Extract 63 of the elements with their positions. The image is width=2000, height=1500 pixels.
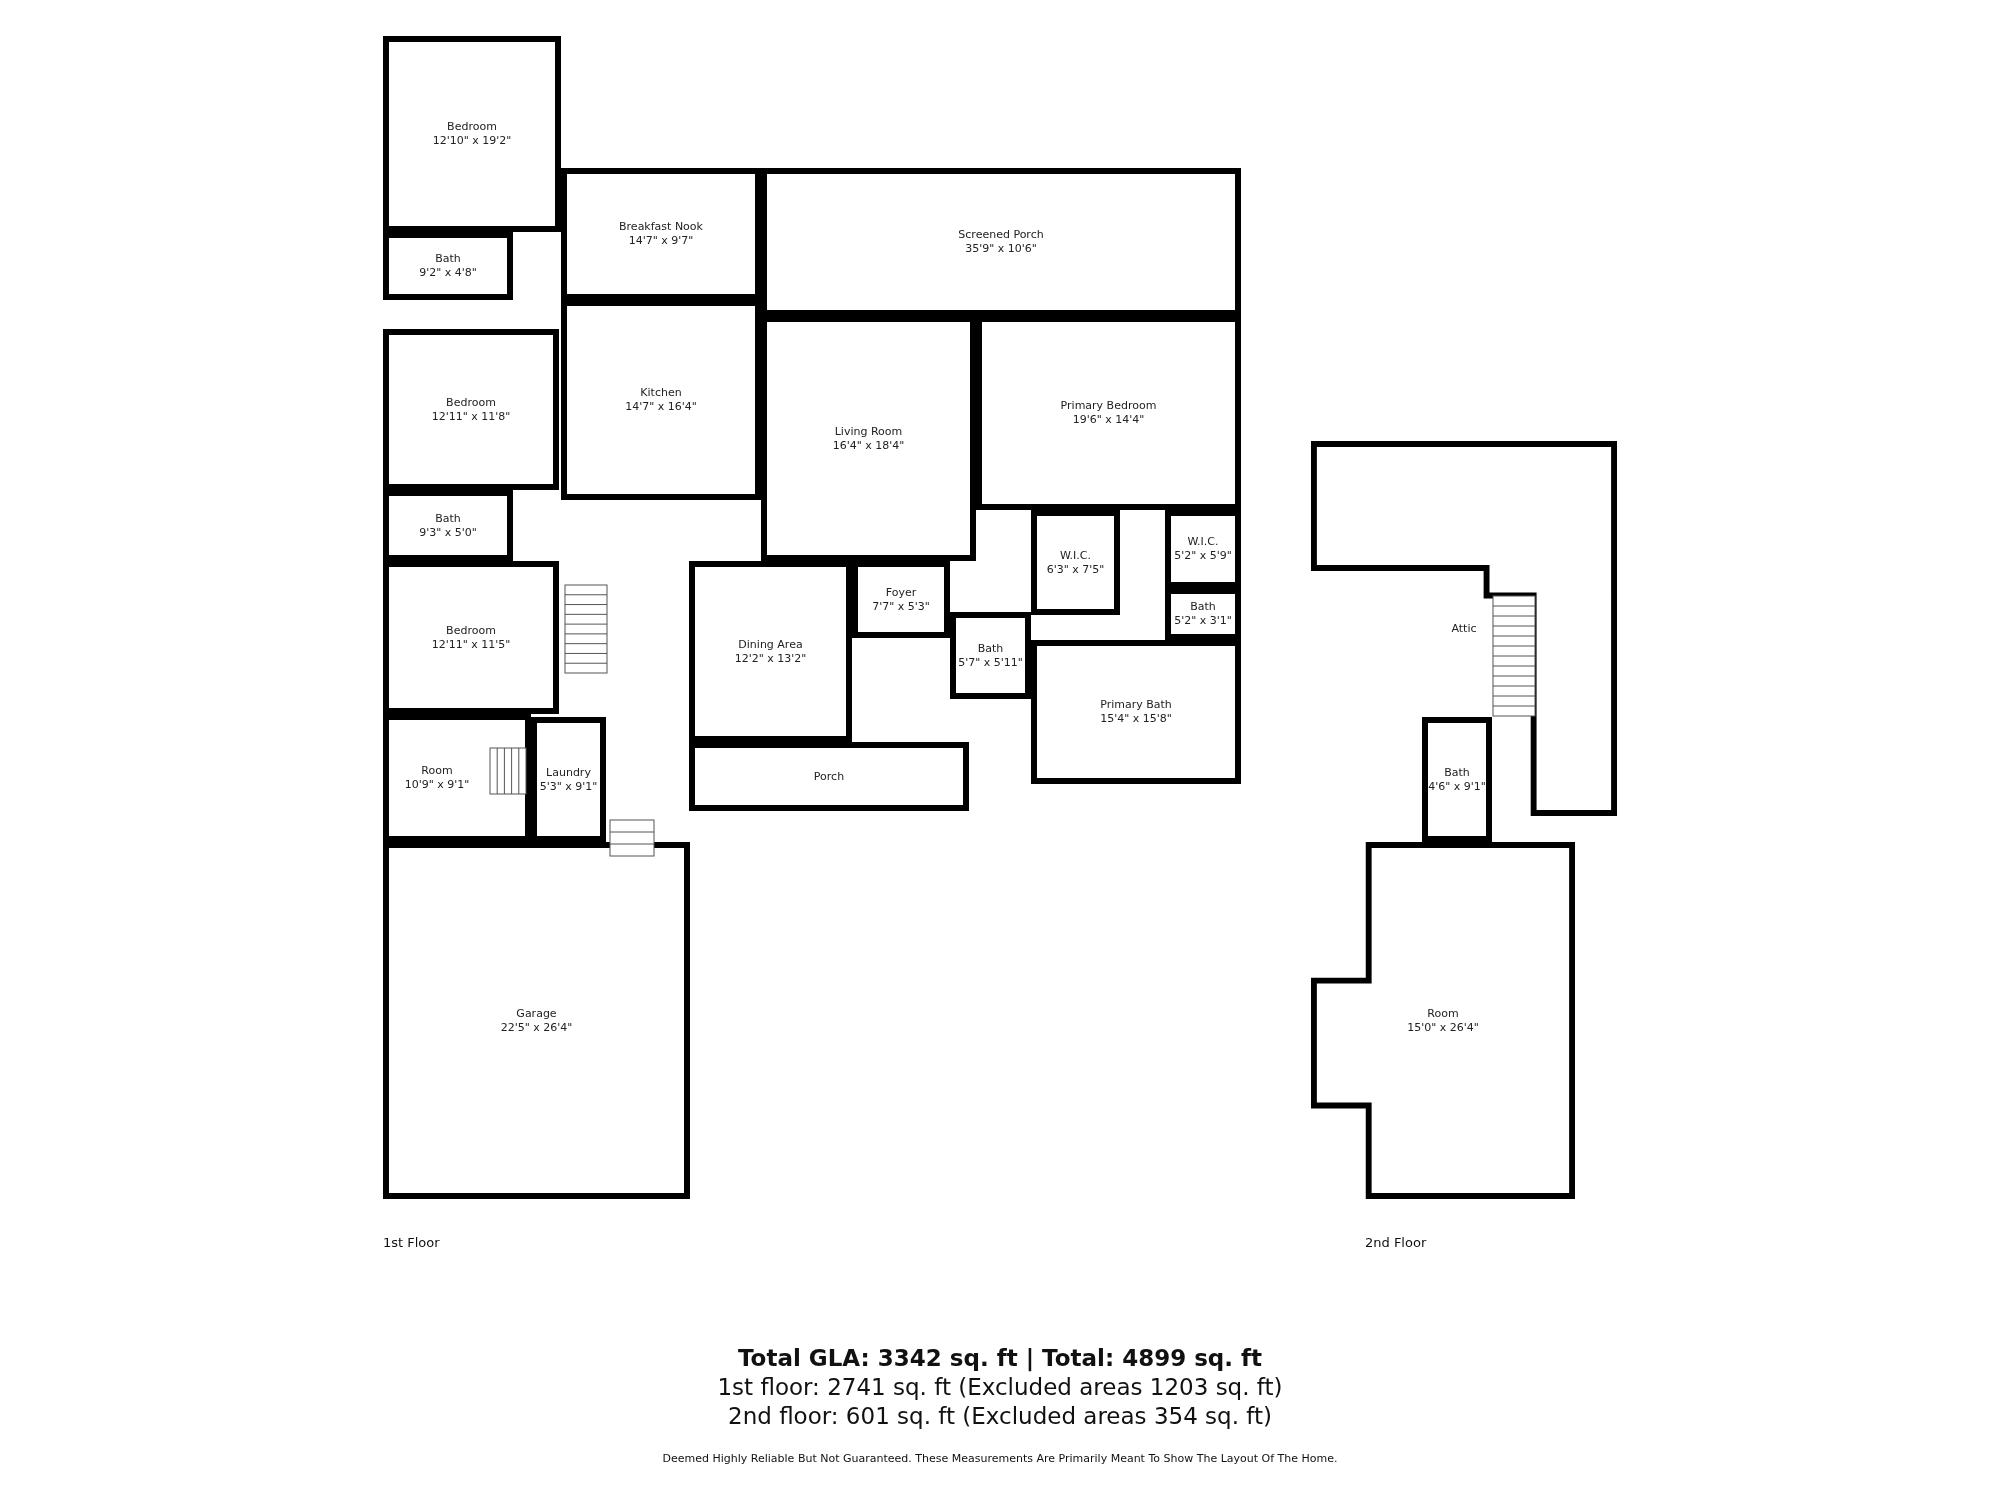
room-name: Living Room [834, 424, 903, 439]
room-name: Bath [1190, 600, 1216, 614]
room-dimensions: 15'0" x 26'4" [1407, 1020, 1479, 1035]
room-outline [383, 842, 690, 1199]
room-dimensions: 14'7" x 9'7" [628, 234, 694, 248]
room-name: Foyer [885, 585, 917, 600]
room-dimensions: 9'2" x 4'8" [419, 266, 477, 280]
room-outline [383, 232, 513, 300]
room-name: Bedroom [446, 395, 496, 410]
room-outline [689, 742, 969, 811]
room-dimensions: 12'11" x 11'8" [431, 409, 511, 424]
room-dimensions: 19'6" x 14'4" [1072, 413, 1145, 427]
room-outline [383, 36, 561, 232]
room-outline [383, 329, 559, 490]
room-dimensions: 4'6" x 9'1" [1428, 779, 1486, 794]
area-summary-line: 2nd floor: 601 sq. ft (Excluded areas 354 sq. ft) [728, 1403, 1272, 1429]
room-dimensions: 5'3" x 9'1" [539, 779, 598, 794]
room-outline [950, 612, 1031, 699]
room-name: Porch [813, 769, 845, 784]
room-name: Screened Porch [958, 228, 1044, 242]
room-outline [1422, 717, 1492, 842]
room-name: Bath [1444, 765, 1470, 780]
area-summary-line: 1st floor: 2741 sq. ft (Excluded areas 1203 sq. ft) [717, 1374, 1283, 1400]
room-dimensions: 14'7" x 16'4" [625, 400, 697, 414]
room-name: Attic [1451, 621, 1477, 636]
room-dimensions: 22'5" x 26'4" [500, 1020, 573, 1035]
room-dimensions: 10'9" x 9'1" [404, 778, 470, 792]
room-dimensions: 12'10" x 19'2" [432, 134, 512, 148]
room-name: Room [1427, 1006, 1459, 1021]
room-dimensions: 9'3" x 5'0" [419, 525, 477, 540]
disclaimer-text: Deemed Highly Reliable But Not Guaranteed. These Measurements Are Primarily Meant To Show The Layout Of The Home. [662, 1452, 1338, 1465]
room-outline [1311, 842, 1575, 1199]
room-name: Garage [516, 1006, 557, 1021]
floor-label: 2nd Floor [1365, 1235, 1427, 1250]
room-dimensions: 6'3" x 7'5" [1046, 562, 1105, 577]
room-name: Bath [435, 511, 461, 526]
room-outline [1311, 441, 1617, 816]
room-dimensions: 5'7" x 5'11" [958, 655, 1023, 670]
room-name: Primary Bedroom [1060, 399, 1157, 413]
room-name: Primary Bath [1100, 698, 1172, 712]
room-name: W.I.C. [1060, 548, 1091, 563]
room-dimensions: 16'4" x 18'4" [832, 438, 905, 453]
area-summary-line: Total GLA: 3342 sq. ft | Total: 4899 sq. ft [737, 1345, 1263, 1371]
room-name: Bath [977, 641, 1004, 656]
room-dimensions: 12'2" x 13'2" [734, 651, 807, 666]
room-name: Bath [435, 252, 461, 266]
room-name: Bedroom [447, 120, 497, 134]
room-name: Bedroom [446, 623, 496, 638]
room-name: W.I.C. [1187, 535, 1219, 549]
room-dimensions: 35'9" x 10'6" [965, 242, 1037, 256]
room-dimensions: 7'7" x 5'3" [872, 599, 930, 614]
room-name: Room [421, 764, 453, 778]
room-name: Kitchen [640, 386, 682, 400]
room-name: Laundry [546, 765, 591, 780]
room-name: Dining Area [738, 637, 803, 652]
floor-label: 1st Floor [383, 1235, 440, 1250]
room-dimensions: 5'2" x 3'1" [1174, 614, 1232, 628]
room-dimensions: 12'11" x 11'5" [431, 637, 511, 652]
room-dimensions: 5'2" x 5'9" [1174, 549, 1232, 563]
room-dimensions: 15'4" x 15'8" [1100, 712, 1172, 726]
room-name: Breakfast Nook [619, 220, 703, 234]
room-outline [1031, 510, 1120, 615]
room-outline [1031, 640, 1241, 784]
